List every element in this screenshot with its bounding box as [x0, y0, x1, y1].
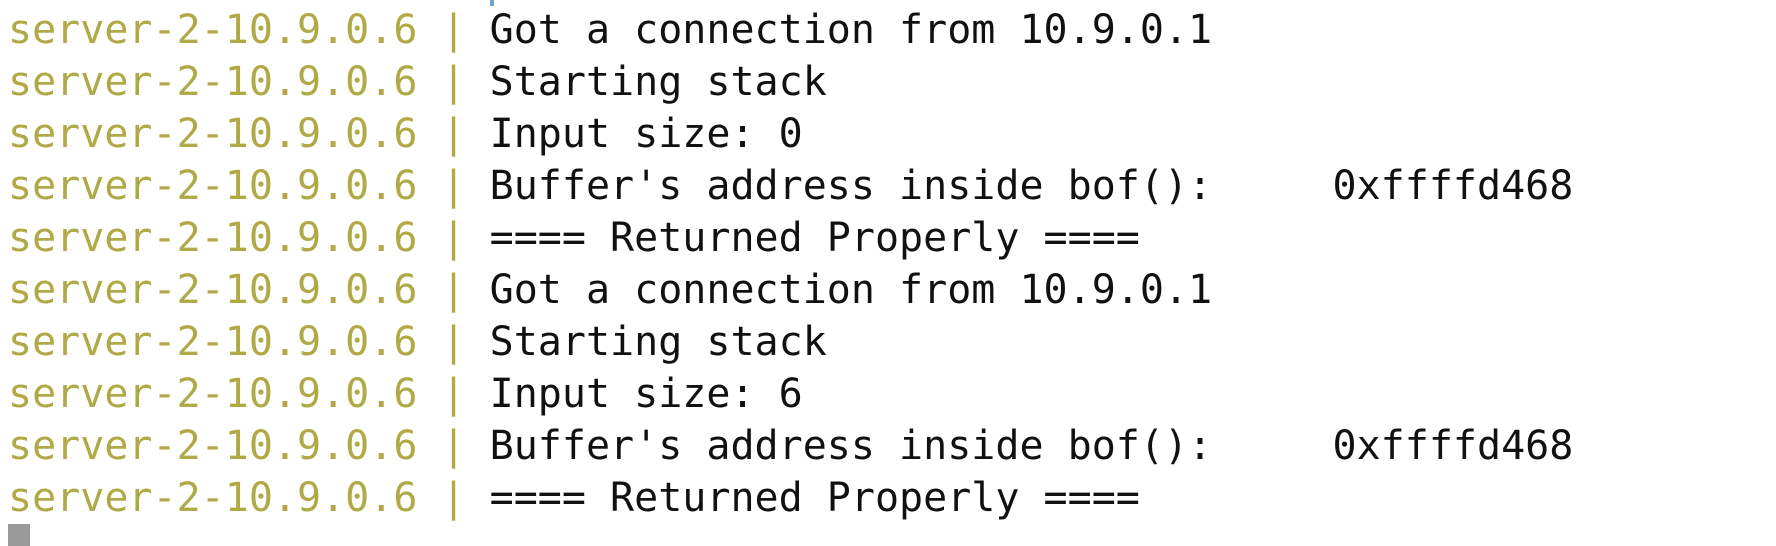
log-prefix: server-2-10.9.0.6 |	[8, 215, 490, 261]
terminal-output: server-2-10.9.0.6 | Got a connection fro…	[8, 4, 1573, 524]
log-prefix: server-2-10.9.0.6 |	[8, 7, 490, 53]
log-prefix: server-2-10.9.0.6 |	[8, 319, 490, 365]
log-message: Got a connection from 10.9.0.1	[489, 7, 1213, 53]
log-prefix: server-2-10.9.0.6 |	[8, 111, 490, 157]
log-message: Input size: 6	[489, 371, 803, 417]
log-line: server-2-10.9.0.6 | Input size: 0	[8, 108, 1573, 160]
log-line: server-2-10.9.0.6 | Got a connection fro…	[8, 264, 1573, 316]
log-message: Starting stack	[489, 59, 827, 105]
log-prefix: server-2-10.9.0.6 |	[8, 475, 490, 521]
log-line: server-2-10.9.0.6 | ==== Returned Proper…	[8, 472, 1573, 524]
log-message: Buffer's address inside bof(): 0xffffd46…	[489, 423, 1574, 469]
log-line: server-2-10.9.0.6 | Buffer's address ins…	[8, 420, 1573, 472]
log-prefix: server-2-10.9.0.6 |	[8, 423, 490, 469]
log-prefix: server-2-10.9.0.6 |	[8, 163, 490, 209]
terminal-cursor[interactable]	[8, 524, 30, 546]
log-message: ==== Returned Properly ====	[489, 475, 1140, 521]
scroll-marker	[490, 0, 494, 6]
log-line: server-2-10.9.0.6 | ==== Returned Proper…	[8, 212, 1573, 264]
log-line: server-2-10.9.0.6 | Starting stack	[8, 56, 1573, 108]
log-message: Input size: 0	[489, 111, 803, 157]
log-message: Starting stack	[489, 319, 827, 365]
log-message: Got a connection from 10.9.0.1	[489, 267, 1213, 313]
log-message: ==== Returned Properly ====	[489, 215, 1140, 261]
log-line: server-2-10.9.0.6 | Buffer's address ins…	[8, 160, 1573, 212]
log-prefix: server-2-10.9.0.6 |	[8, 371, 490, 417]
log-line: server-2-10.9.0.6 | Got a connection fro…	[8, 4, 1573, 56]
log-prefix: server-2-10.9.0.6 |	[8, 59, 490, 105]
log-message: Buffer's address inside bof(): 0xffffd46…	[489, 163, 1574, 209]
log-line: server-2-10.9.0.6 | Input size: 6	[8, 368, 1573, 420]
log-prefix: server-2-10.9.0.6 |	[8, 267, 490, 313]
log-line: server-2-10.9.0.6 | Starting stack	[8, 316, 1573, 368]
